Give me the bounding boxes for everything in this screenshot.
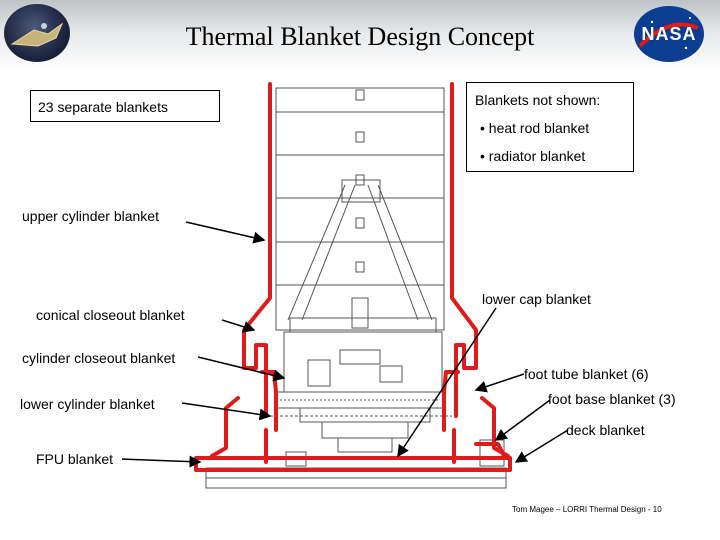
- leader-cylinder-closeout: [197, 356, 286, 382]
- leader-upper-cylinder: [185, 221, 266, 244]
- header-band: [0, 0, 720, 72]
- leader-lower-cap: [397, 307, 497, 458]
- label-lower-cap-blanket: lower cap blanket: [482, 291, 591, 307]
- leader-lower-cylinder: [181, 402, 272, 421]
- leader-conical-closeout: [221, 319, 256, 333]
- label-deck-blanket: deck blanket: [566, 422, 645, 438]
- instrument-structure: [205, 87, 507, 489]
- blankets-not-shown-box: Blankets not shown: • heat rod blanket •…: [466, 82, 634, 172]
- label-conical-closeout-blanket: conical closeout blanket: [36, 307, 185, 323]
- leader-foot-base: [494, 399, 551, 441]
- label-lower-cylinder-blanket: lower cylinder blanket: [20, 396, 155, 412]
- label-cylinder-closeout-blanket: cylinder closeout blanket: [22, 350, 176, 366]
- blanket-count-box: 23 separate blankets: [30, 90, 220, 122]
- blanket-cylinder-closeout-left: [210, 396, 240, 458]
- nasa-logo: NASA: [634, 6, 704, 62]
- leader-lines: [121, 221, 569, 468]
- note-item-heat-rod: • heat rod blanket: [480, 120, 590, 136]
- label-upper-cylinder-blanket: upper cylinder blanket: [22, 208, 159, 224]
- note-item-radiator: • radiator blanket: [480, 148, 586, 164]
- label-foot-base-blanket: foot base blanket (3): [548, 391, 676, 407]
- blanket-lower-cylinder-left: [260, 370, 278, 432]
- blanket-upper-cylinder-right: [450, 82, 478, 418]
- label-fpu-blanket: FPU blanket: [36, 451, 114, 467]
- blankets-not-shown-heading: Blankets not shown:: [475, 92, 601, 108]
- leader-fpu: [121, 455, 202, 468]
- blanket-count-text: 23 separate blankets: [38, 99, 168, 115]
- leader-foot-tube: [474, 373, 525, 393]
- nasa-wordmark: NASA: [641, 24, 697, 44]
- blanket-foot-base: [474, 442, 506, 458]
- blanket-fpu: [194, 456, 512, 472]
- blanket-lower-cylinder-right: [442, 370, 460, 432]
- label-foot-tube-blanket: foot tube blanket (6): [524, 366, 649, 382]
- blanket-deck-sides: [264, 428, 456, 464]
- blanket-upper-cylinder-left: [242, 82, 272, 418]
- leader-deck: [514, 429, 569, 463]
- footer-credit: Tom Magee – LORRI Thermal Design - 10: [512, 505, 662, 514]
- new-horizons-logo: [4, 4, 70, 62]
- page-title: Thermal Blanket Design Concept: [185, 22, 535, 51]
